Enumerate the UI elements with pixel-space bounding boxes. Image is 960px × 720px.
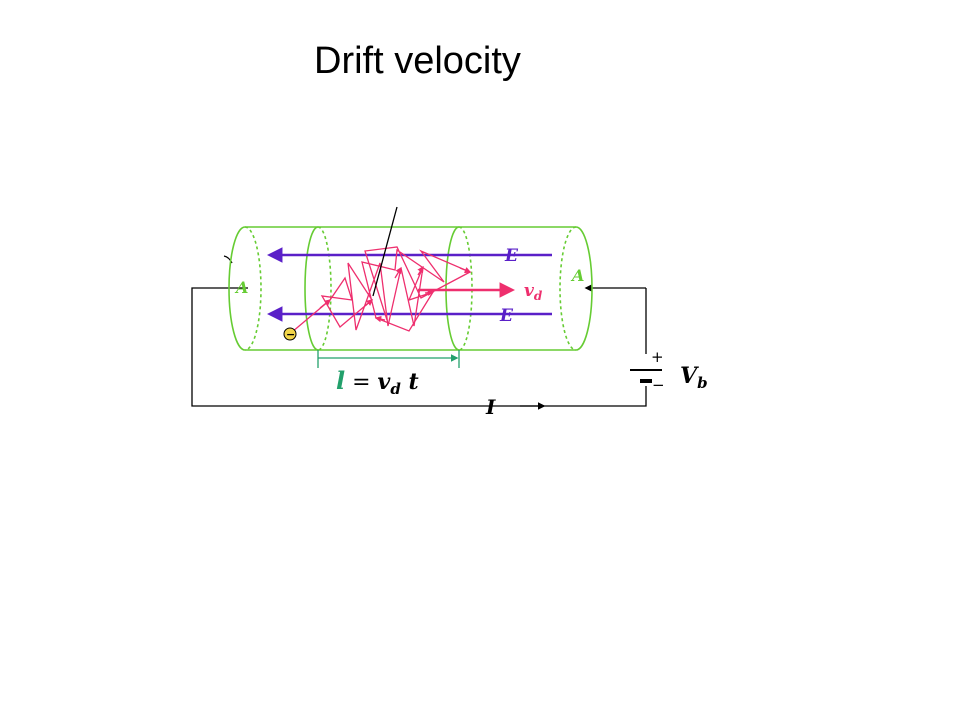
page-title: Drift velocity <box>314 40 521 82</box>
pointer-line <box>372 206 398 297</box>
field-label-bottom: E <box>499 306 514 326</box>
electron-random-path <box>291 246 472 333</box>
length-symbol: l <box>336 366 345 395</box>
electron-charge-sign: − <box>286 328 295 341</box>
electron: − <box>283 327 297 341</box>
battery-minus-label: − <box>652 376 665 394</box>
drift-velocity-subscript: d <box>534 289 543 303</box>
battery-symbol <box>630 369 662 383</box>
field-label-top: E <box>504 246 519 266</box>
drift-velocity-symbol: v <box>524 281 535 301</box>
battery-plus-label: + <box>651 348 664 366</box>
area-label-left: A <box>234 278 248 297</box>
conductor-cylinder <box>228 226 593 351</box>
drift-velocity-label: vd <box>524 281 543 303</box>
length-equals: = <box>345 370 377 395</box>
battery-voltage-subscript: b <box>697 374 708 392</box>
battery-voltage-label: Vb <box>680 363 708 392</box>
area-label-right: A <box>570 266 584 285</box>
length-marker <box>317 350 460 368</box>
battery-voltage-symbol: V <box>680 363 699 389</box>
circuit-wire <box>191 255 647 410</box>
length-time-symbol: t <box>401 369 419 395</box>
length-velocity-subscript: d <box>390 380 401 398</box>
length-formula: l = vd t <box>336 366 419 398</box>
electron-path-arrowheads <box>319 265 472 323</box>
current-label: I <box>485 395 496 419</box>
length-velocity-symbol: v <box>378 369 391 395</box>
